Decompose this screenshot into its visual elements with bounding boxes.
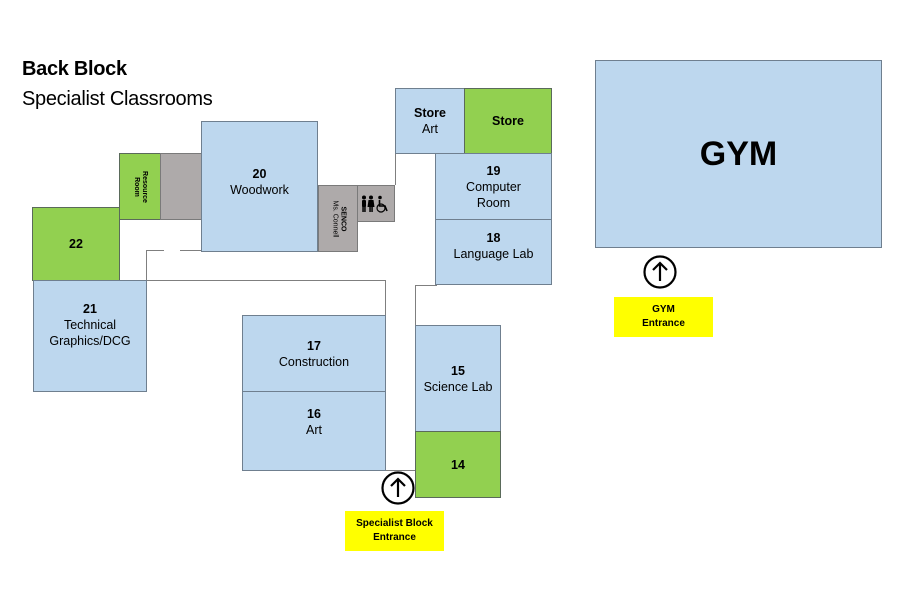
corridor-line <box>415 285 437 286</box>
room-senco-name: SENCO <box>339 206 346 231</box>
service-area <box>160 153 202 220</box>
accessible-toilets-icon <box>362 195 388 213</box>
corridor-line <box>395 152 396 185</box>
room-toilets[interactable] <box>357 185 395 222</box>
room-senco[interactable]: SENCO Ms. Connell <box>318 185 358 252</box>
room-19-line1: Computer <box>466 179 521 194</box>
specialist-block-entrance-label: Specialist Block Entrance <box>345 511 444 551</box>
room-resource[interactable]: Resource Room <box>119 153 161 220</box>
room-20-woodwork[interactable]: 20 Woodwork <box>201 121 318 252</box>
corridor-line <box>415 285 416 325</box>
room-store-name: Store <box>492 114 524 128</box>
room-store-art-line2: Art <box>422 122 438 136</box>
corridor-line <box>146 250 164 251</box>
room-21-technical-graphics[interactable]: 21 Technical Graphics/DCG <box>33 280 147 392</box>
room-15-name: Science Lab <box>423 379 493 394</box>
room-senco-staff: Ms. Connell <box>331 200 338 237</box>
room-15-number: 15 <box>451 363 465 378</box>
corridor-line <box>180 250 202 251</box>
room-store-art-line1: Store <box>414 106 446 120</box>
room-14-number: 14 <box>451 457 465 472</box>
corridor-line <box>146 250 147 280</box>
room-18-name: Language Lab <box>453 247 534 261</box>
room-21-number: 21 <box>83 302 97 316</box>
up-arrow-icon <box>381 471 415 505</box>
up-arrow-icon <box>643 255 677 289</box>
room-senco-label: SENCO Ms. Connell <box>330 200 346 237</box>
room-gym-name: GYM <box>699 135 778 173</box>
corridor-line <box>385 470 415 471</box>
corridor-line <box>385 280 386 316</box>
room-18-language-lab[interactable]: 18 Language Lab <box>435 219 552 285</box>
gym-entrance-label: GYM Entrance <box>614 297 713 337</box>
room-store-art[interactable]: Store Art <box>395 88 465 154</box>
room-22[interactable]: 22 <box>32 207 120 281</box>
room-21-line1: Technical <box>63 318 117 332</box>
corridor-line <box>118 280 386 281</box>
map-subtitle: Specialist Classrooms <box>22 88 213 110</box>
room-18-number: 18 <box>486 231 501 245</box>
room-19-number: 19 <box>486 163 501 178</box>
room-20-number: 20 <box>252 167 267 181</box>
room-22-number: 22 <box>69 237 83 251</box>
room-17-number: 17 <box>307 338 321 353</box>
room-19-computer[interactable]: 19 Computer Room <box>435 153 552 220</box>
gym-entrance-line2: Entrance <box>642 318 685 329</box>
room-16-name: Art <box>306 423 322 437</box>
room-21-line2: Graphics/DCG <box>49 334 131 348</box>
gym-entrance-line1: GYM <box>652 304 675 315</box>
map-title: Back Block <box>22 58 127 80</box>
room-gym[interactable]: GYM <box>595 60 882 248</box>
room-19-line2: Room <box>476 195 511 210</box>
room-resource-label: Resource Room <box>132 171 148 203</box>
room-15-science-lab[interactable]: 15 Science Lab <box>415 325 501 432</box>
room-20-name: Woodwork <box>230 183 289 197</box>
room-resource-line1: Resource <box>141 170 148 203</box>
room-16-number: 16 <box>307 407 321 421</box>
specialist-entrance-line1: Specialist Block <box>356 518 433 529</box>
room-16-art[interactable]: 16 Art <box>242 391 386 471</box>
room-17-name: Construction <box>278 354 350 369</box>
room-17-construction[interactable]: 17 Construction <box>242 315 386 392</box>
room-14[interactable]: 14 <box>415 431 501 498</box>
specialist-entrance-line2: Entrance <box>373 532 416 543</box>
room-resource-line2: Room <box>133 176 140 197</box>
room-store[interactable]: Store <box>464 88 552 154</box>
